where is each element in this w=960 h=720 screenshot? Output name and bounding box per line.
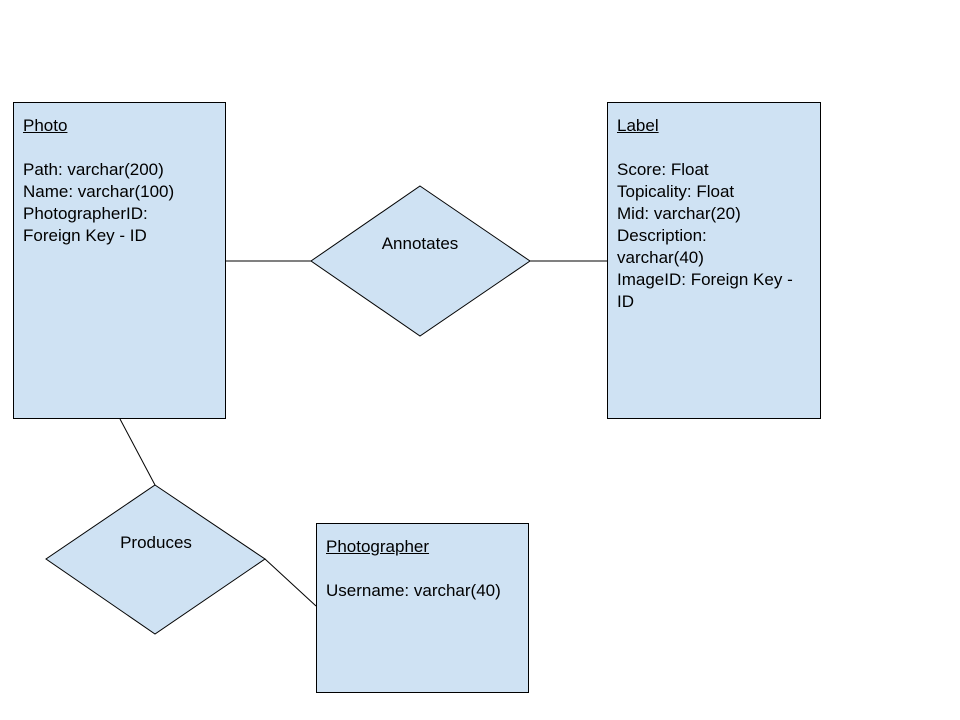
- connector-produces-photographer: [264, 558, 317, 607]
- entity-photo: Photo Path: varchar(200) Name: varchar(1…: [13, 102, 226, 419]
- entity-label-attributes: Score: Float Topicality: Float Mid: varc…: [617, 159, 811, 313]
- relationship-produces-diamond: [45, 484, 266, 635]
- relationship-annotates-label: Annotates: [381, 234, 459, 253]
- attribute-text: varchar(40): [617, 248, 704, 267]
- attribute-text: Topicality: Float: [617, 182, 735, 201]
- attribute-text: Name: varchar(100): [23, 182, 175, 201]
- entity-photo-title: Photo: [23, 116, 68, 135]
- attribute-text: ImageID: Foreign Key -: [617, 270, 793, 289]
- relationship-produces-label: Produces: [120, 533, 192, 552]
- entity-photo-attributes: Path: varchar(200) Name: varchar(100) Ph…: [23, 159, 216, 247]
- attribute-text: Path: varchar(200): [23, 160, 164, 179]
- connector-photo-produces: [119, 418, 156, 486]
- attribute-text: Mid: varchar(20): [617, 204, 741, 223]
- entity-label: Label Score: Float Topicality: Float Mid…: [607, 102, 821, 419]
- entity-photographer: Photographer Username: varchar(40): [316, 523, 529, 693]
- entity-photographer-title: Photographer: [326, 537, 430, 556]
- attribute-text: PhotographerID:: [23, 204, 148, 223]
- attribute-text: Description:: [617, 226, 707, 245]
- entity-photographer-attributes: Username: varchar(40): [326, 580, 519, 602]
- attribute-text: Foreign Key - ID: [23, 226, 147, 245]
- attribute-text: Username: varchar(40): [326, 581, 501, 600]
- attribute-text: ID: [617, 292, 634, 311]
- entity-label-title: Label: [617, 116, 659, 135]
- relationship-annotates-diamond: [310, 185, 531, 337]
- attribute-text: Score: Float: [617, 160, 709, 179]
